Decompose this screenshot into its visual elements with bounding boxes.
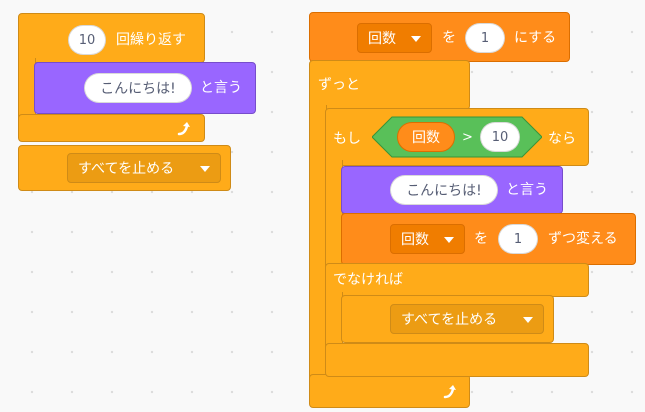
- stop-option-label: すべてを止める: [78, 161, 175, 177]
- else-label: でなければ: [333, 272, 403, 288]
- if-say-label: と言う: [506, 182, 548, 198]
- set-variable-name: 回数: [368, 31, 396, 47]
- else-section: [325, 263, 589, 297]
- change-variable-end-label: ずつ変える: [548, 231, 618, 247]
- chevron-down-icon: [523, 317, 533, 323]
- change-variable-value-input[interactable]: 1: [498, 224, 538, 254]
- forever-block[interactable]: [309, 60, 470, 110]
- else-stop-option-dropdown[interactable]: すべてを止める: [390, 304, 544, 334]
- set-variable-value-input[interactable]: 1: [465, 23, 505, 53]
- repeat-block[interactable]: [18, 13, 205, 63]
- forever-block-foot: [309, 374, 470, 408]
- change-variable-by-label: を: [474, 231, 488, 247]
- set-variable-to-label: を: [442, 30, 456, 46]
- change-variable-dropdown[interactable]: 回数: [390, 224, 465, 254]
- set-variable-dropdown[interactable]: 回数: [357, 23, 432, 53]
- if-else-foot: [325, 343, 589, 377]
- say-block[interactable]: [34, 62, 256, 114]
- repeat-count-input[interactable]: 10: [68, 25, 106, 55]
- repeat-label: 回繰り返す: [116, 32, 186, 48]
- set-variable-block[interactable]: [309, 12, 570, 62]
- stop-option-dropdown[interactable]: すべてを止める: [67, 153, 221, 183]
- chevron-down-icon: [411, 36, 421, 42]
- set-variable-end-label: にする: [514, 30, 557, 46]
- chevron-down-icon: [444, 237, 454, 243]
- greater-than-symbol: >: [462, 130, 473, 145]
- say-label: と言う: [200, 80, 242, 96]
- if-say-message-input[interactable]: こんにちは!: [390, 175, 498, 205]
- repeat-block-foot: [18, 114, 205, 142]
- else-stop-option-label: すべてを止める: [401, 312, 498, 328]
- change-variable-name: 回数: [401, 232, 429, 248]
- then-label: なら: [548, 131, 576, 147]
- chevron-down-icon: [200, 166, 210, 172]
- loop-arrow-icon: [177, 122, 190, 136]
- condition-right-input[interactable]: 10: [480, 122, 520, 152]
- condition-variable-reporter[interactable]: 回数: [397, 122, 455, 152]
- say-message-input[interactable]: こんにちは!: [84, 73, 192, 103]
- forever-label: ずっと: [318, 77, 360, 93]
- loop-arrow-icon: [443, 385, 456, 399]
- if-label: もし: [333, 131, 361, 147]
